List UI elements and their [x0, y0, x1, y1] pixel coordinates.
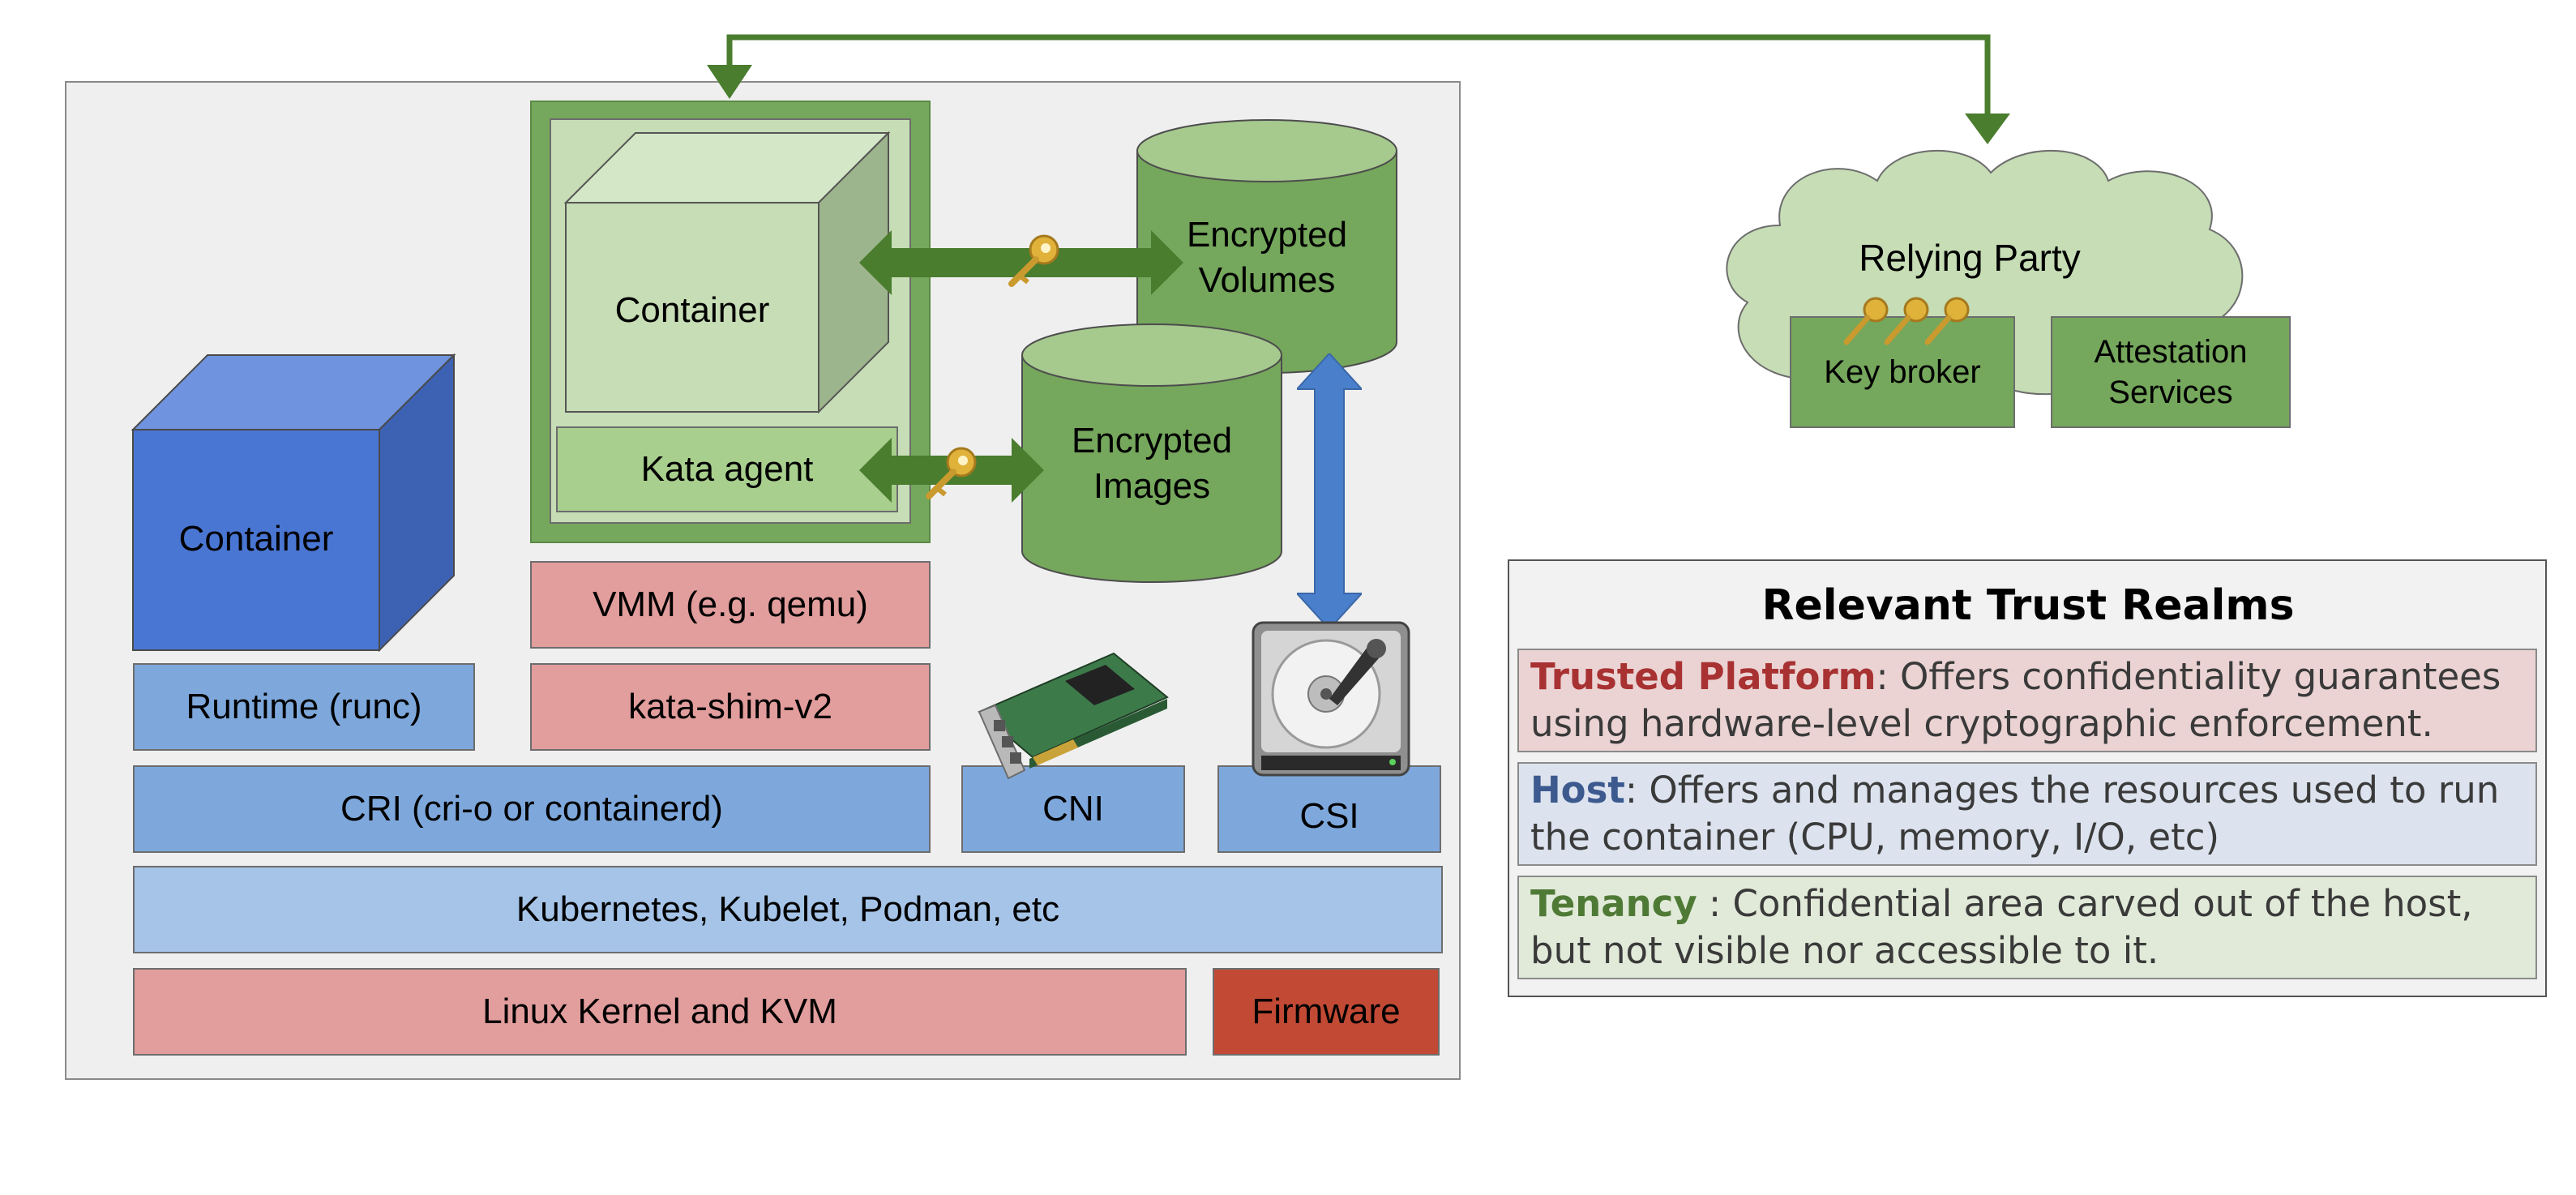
legend-separator: :	[1876, 655, 1901, 698]
network-card-icon	[978, 652, 1169, 780]
encrypted-volumes-cylinder: Encrypted Volumes	[1136, 119, 1397, 374]
kubernetes-box: Kubernetes, Kubelet, Podman, etc	[133, 866, 1443, 953]
legend-separator: :	[1624, 769, 1650, 812]
kernel-box: Linux Kernel and KVM	[133, 968, 1187, 1056]
hard-drive-icon	[1252, 621, 1410, 777]
attestation-label-1: Attestation	[2094, 334, 2248, 370]
key-icon	[1008, 234, 1059, 287]
key-icon	[1843, 297, 1970, 345]
cri-box: CRI (cri-o or containerd)	[133, 765, 931, 853]
attestation-services-box: Attestation Services	[2051, 316, 2291, 428]
cylinder-icon	[1021, 355, 1282, 583]
legend-description: Offers confidentiality guarantees using …	[1530, 655, 2501, 745]
kata-container-cube	[563, 131, 891, 414]
kata-shim-box: kata-shim-v2	[530, 663, 931, 751]
firmware-box: Firmware	[1213, 968, 1440, 1056]
csi-box: CSI	[1217, 765, 1441, 853]
legend-item-host: Host: Offers and manages the resources u…	[1517, 762, 2537, 866]
cni-box: CNI	[961, 765, 1185, 853]
attestation-label-2: Services	[2108, 375, 2233, 410]
legend-description: Offers and manages the resources used to…	[1530, 769, 2500, 859]
legend-item-trusted-platform: Trusted Platform: Offers confidentiality…	[1517, 649, 2537, 752]
legend-title: Relevant Trust Realms	[1761, 581, 2295, 630]
relying-party-title: Relying Party	[1859, 237, 2081, 279]
runtime-runc-box: Runtime (runc)	[133, 663, 475, 751]
encrypted-images-label-2: Images	[1093, 466, 1210, 506]
encrypted-images-cylinder: Encrypted Images	[1021, 323, 1282, 583]
key-icon	[926, 447, 977, 499]
volume-transfer-arrow	[859, 230, 1183, 295]
encrypted-images-label-1: Encrypted	[1072, 421, 1232, 460]
kata-container-label: Container	[614, 290, 770, 330]
legend-separator: :	[1697, 882, 1733, 925]
vmm-box: VMM (e.g. qemu)	[530, 561, 931, 649]
encrypted-volumes-label-1: Encrypted	[1187, 215, 1347, 255]
legend-term: Tenancy	[1530, 882, 1697, 925]
legend-description: Confidential area carved out of the host…	[1530, 882, 2473, 972]
disk-transfer-arrow	[1297, 353, 1362, 629]
legend-term: Trusted Platform	[1530, 655, 1876, 698]
runc-container-cube	[131, 353, 456, 653]
encrypted-volumes-label-2: Volumes	[1199, 260, 1336, 300]
legend-item-tenancy: Tenancy : Confidential area carved out o…	[1517, 876, 2537, 979]
kata-agent-box: Kata agent	[556, 426, 898, 512]
key-broker-box: Key broker	[1790, 316, 2015, 428]
trust-realms-legend: Relevant Trust Realms Trusted Platform: …	[1508, 559, 2547, 997]
legend-term: Host	[1530, 769, 1625, 812]
runc-container-label: Container	[178, 519, 334, 559]
